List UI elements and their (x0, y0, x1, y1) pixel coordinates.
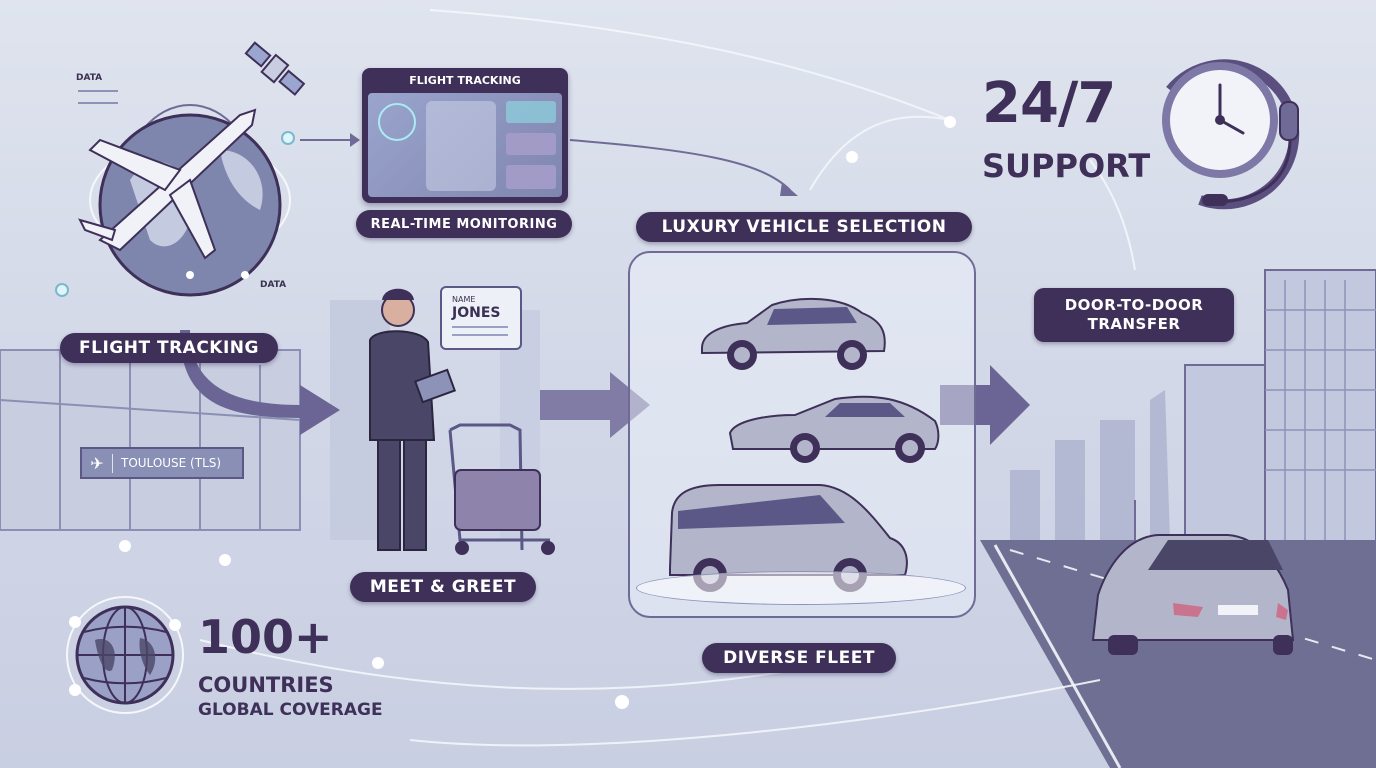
airport-name: TOULOUSE (TLS) (121, 456, 222, 470)
data-tag-top: DATA (76, 73, 103, 83)
vehicle-showroom (628, 251, 976, 618)
globe-icon (378, 103, 416, 141)
sign-lines (452, 326, 508, 336)
flight-tracking-globe-group: DATA DATA (40, 40, 320, 320)
globe-airplane-icon (55, 104, 295, 297)
name-sign-label: NAME (452, 295, 476, 304)
info-card (506, 133, 556, 155)
data-tag-bottom: DATA (260, 280, 287, 290)
chauffeur-with-luggage-cart (369, 288, 555, 555)
coverage-number: 100+ (198, 610, 333, 664)
airport-sign: ✈ TOULOUSE (TLS) (80, 447, 244, 479)
satellite-icon (244, 41, 306, 96)
diverse-fleet-label: DIVERSE FLEET (702, 643, 896, 673)
chart-card (506, 165, 556, 189)
info-card (506, 101, 556, 123)
sports-car-icon (728, 395, 940, 463)
sedan-rear-car-icon (1091, 534, 1295, 655)
sedan-car-icon (701, 297, 886, 370)
airplane-icon: ✈ (82, 453, 113, 473)
transfer-line-1: DOOR-TO-DOOR (1064, 296, 1204, 314)
luxury-vehicle-selection-label: LUXURY VEHICLE SELECTION (636, 212, 972, 242)
world-map (426, 101, 496, 191)
door-to-door-transfer-label: DOOR-TO-DOOR TRANSFER (1034, 288, 1234, 342)
data-tag-lines (78, 90, 118, 104)
turntable (636, 571, 966, 605)
support-headline: 24/7 (982, 71, 1116, 136)
coverage-line-1: COUNTRIES (198, 673, 334, 697)
coverage-line-2: GLOBAL COVERAGE (198, 700, 383, 720)
name-sign: NAME JONES (440, 286, 522, 350)
transfer-line-2: TRANSFER (1087, 315, 1181, 333)
flight-tracking-label: FLIGHT TRACKING (60, 333, 278, 363)
real-time-monitoring-label: REAL-TIME MONITORING (356, 210, 572, 238)
name-sign-name: JONES (452, 305, 501, 321)
clock-headset-icon (1162, 59, 1300, 210)
flight-tracking-monitor: FLIGHT TRACKING (362, 68, 568, 203)
globe-coverage-icon (66, 596, 184, 714)
monitor-screen (368, 93, 562, 197)
monitor-title: FLIGHT TRACKING (409, 74, 521, 87)
support-subline: SUPPORT (982, 147, 1151, 185)
meet-and-greet-label: MEET & GREET (350, 572, 536, 602)
